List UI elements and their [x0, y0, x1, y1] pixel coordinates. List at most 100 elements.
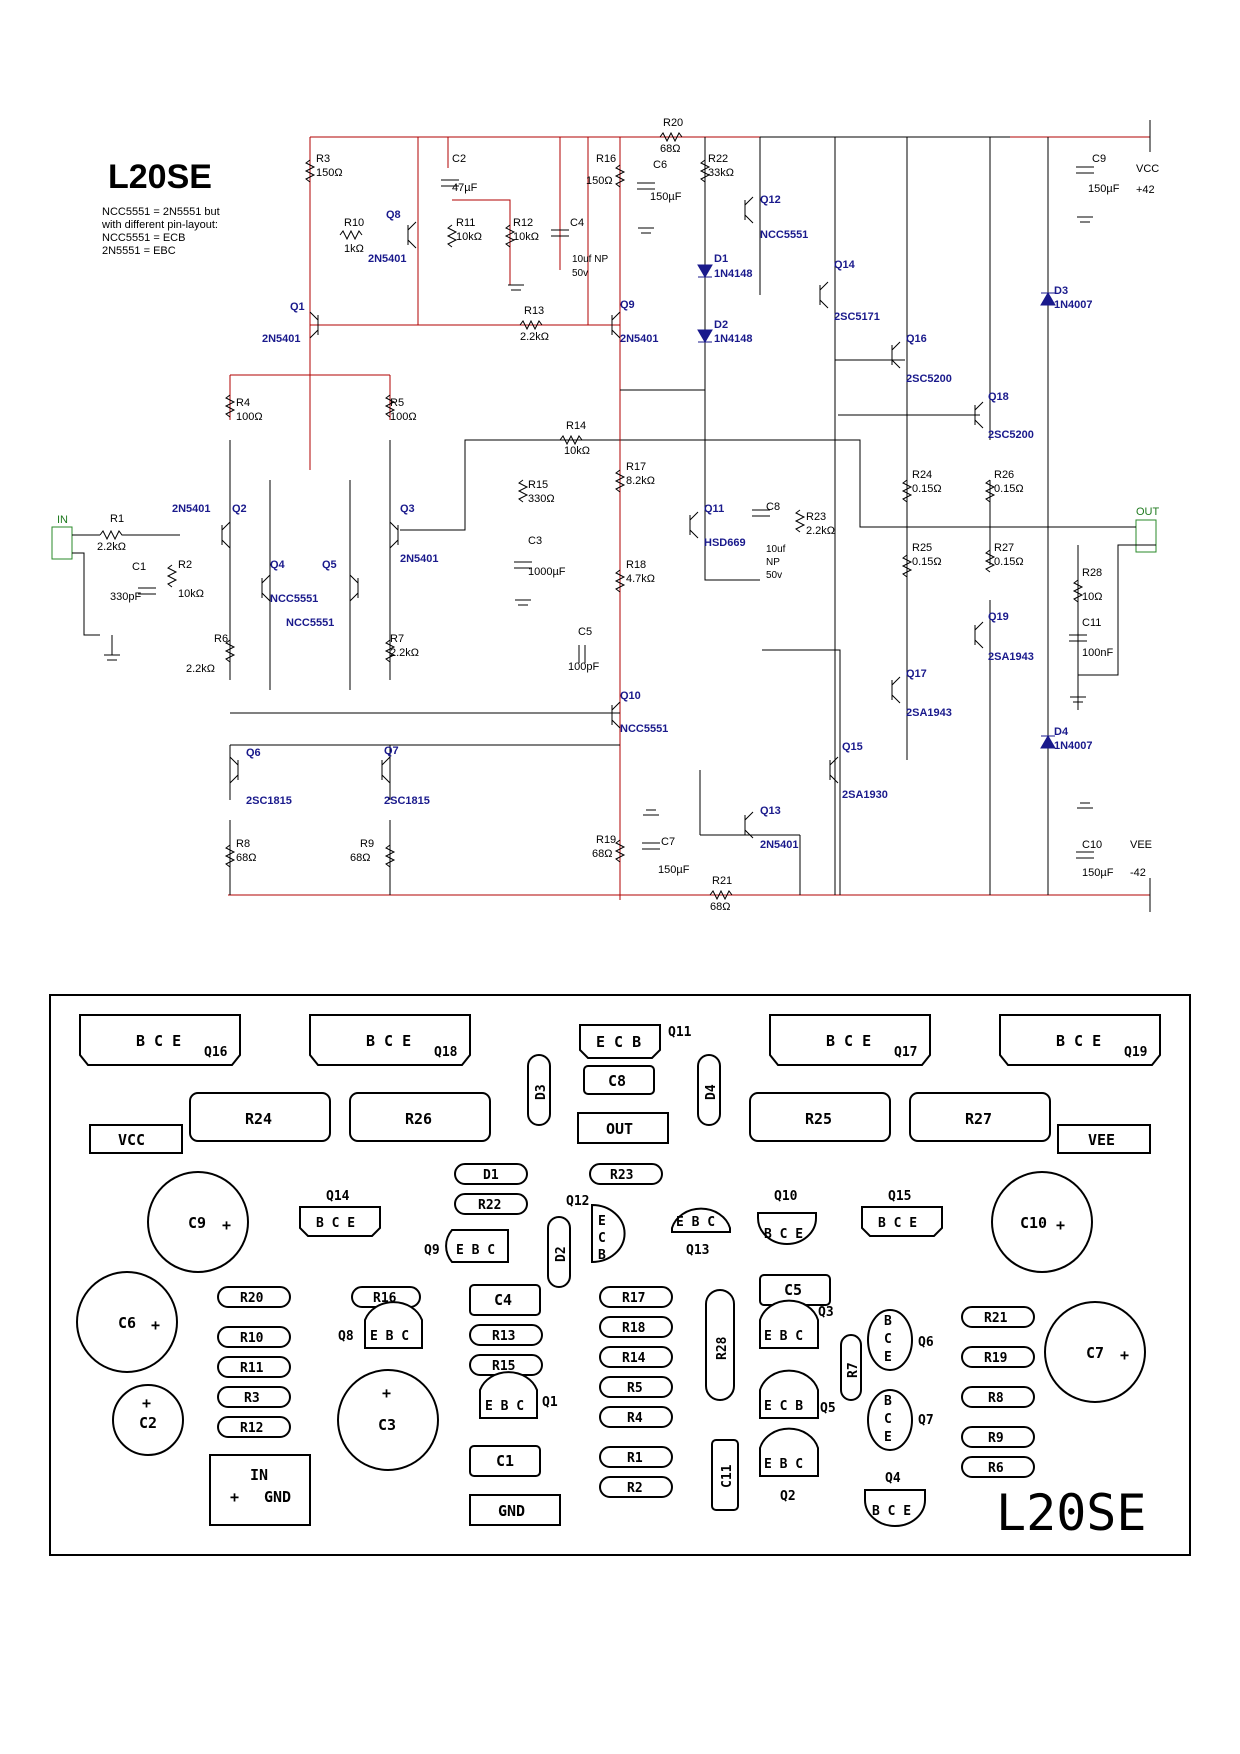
net-wires-diff [229, 324, 620, 420]
label-q3-value: 2N5401 [400, 553, 439, 565]
pcb-c3-label: C3 [378, 1416, 396, 1434]
pcb-r20 [217, 1286, 291, 1308]
ground-c11 [1070, 696, 1086, 703]
label-q12-value: NCC5551 [760, 229, 808, 241]
pcb-r25-label: R25 [805, 1110, 832, 1128]
note-line-3: NCC5551 = ECB [102, 232, 185, 244]
label-c11-ref: C11 [1082, 617, 1101, 629]
pcb-c11-label: C11 [720, 1464, 735, 1488]
pcb-c4-label: C4 [494, 1291, 512, 1309]
label-q18-value: 2SC5200 [988, 429, 1034, 441]
schematic-title: L20SE [108, 158, 212, 196]
pcb-q19-ref: Q19 [1124, 1045, 1147, 1060]
label-r10-ref: R10 [344, 217, 364, 229]
resistor-r6 [224, 639, 236, 663]
pcb-r27-block [909, 1092, 1051, 1142]
label-r11-ref: R11 [456, 217, 475, 229]
transistor-q1 [309, 311, 319, 339]
pcb-r10 [217, 1326, 291, 1348]
pcb-q8: E B C Q8 [338, 1301, 423, 1349]
label-d4-ref: D4 [1054, 726, 1069, 738]
cap-c5 [578, 645, 586, 663]
pcb-q9-pins: E B C [456, 1243, 495, 1258]
note-line-4: 2N5551 = EBC [102, 245, 176, 257]
transistor-symbols [221, 196, 984, 839]
label-c4-value: 10uf NP [572, 254, 608, 265]
label-r2-ref: R2 [178, 559, 192, 571]
pcb-r12 [217, 1416, 291, 1438]
pcb-r24-block [189, 1092, 331, 1142]
transistor-q9 [611, 311, 621, 339]
pcb-q10-pins: B C E [764, 1227, 803, 1242]
transistor-q3 [389, 521, 399, 549]
label-r25-ref: R25 [912, 542, 932, 554]
label-r24-ref: R24 [912, 469, 932, 481]
label-r13-ref: R13 [524, 305, 544, 317]
pcb-vee-label: VEE [1088, 1131, 1115, 1149]
pcb-c2-plus: + [142, 1394, 151, 1412]
pcb-q2-pins: E B C [764, 1457, 803, 1472]
input-wiring [72, 534, 120, 661]
pcb-q6: B C E Q6 [867, 1309, 934, 1371]
label-q1-ref: Q1 [290, 301, 305, 313]
pcb-r9-label: R9 [988, 1431, 1004, 1446]
resistor-r2 [166, 564, 178, 588]
pcb-q11-pins: E C B [596, 1033, 641, 1051]
pcb-c1-label: C1 [496, 1452, 514, 1470]
transistor-q8 [407, 221, 417, 249]
label-c1-value: 330pF [110, 591, 141, 603]
transistor-q11 [689, 511, 699, 539]
label-q10-ref: Q10 [620, 690, 641, 702]
pcb-q1: E B C Q1 [479, 1371, 558, 1419]
label-c3-value: 1000µF [528, 566, 566, 578]
pcb-r4 [599, 1406, 673, 1428]
pcb-r14-label: R14 [622, 1351, 646, 1366]
pcb-c4 [469, 1284, 541, 1316]
label-r16-ref: R16 [596, 153, 616, 165]
pcb-d3 [527, 1054, 551, 1126]
label-r22-ref: R22 [708, 153, 728, 165]
label-r4-value: 100Ω [236, 411, 263, 423]
pcb-vcc-label: VCC [118, 1131, 145, 1149]
pcb-q12-pins-c: C [598, 1231, 606, 1246]
label-r14-value: 10kΩ [564, 445, 590, 457]
diode-symbols [697, 264, 1056, 749]
pcb-q15: B C E Q15 [861, 1189, 943, 1237]
pcb-c10: C10 + [991, 1171, 1093, 1273]
label-r26-ref: R26 [994, 469, 1014, 481]
label-r3-value: 150Ω [316, 167, 343, 179]
pcb-r24-label: R24 [245, 1110, 272, 1128]
pcb-d4 [697, 1054, 721, 1126]
resistor-r27 [984, 549, 996, 573]
pcb-q14-pins: B C E [316, 1216, 355, 1231]
label-c11-value: 100nF [1082, 647, 1113, 659]
pcb-q12: E C B Q12 [566, 1194, 626, 1264]
pcb-r23 [589, 1163, 663, 1185]
pcb-q14-ref: Q14 [326, 1189, 350, 1204]
label-r1-value: 2.2kΩ [97, 541, 126, 553]
pcb-r11 [217, 1356, 291, 1378]
pcb-r17-label: R17 [622, 1291, 645, 1306]
cap-c9 [1076, 166, 1094, 174]
resistor-r15 [517, 479, 529, 503]
pcb-small-parts: D1 R22 R23 D2 C4 R13 R15 C1 R16 R20 R10 … [217, 1163, 1035, 1511]
pcb-q18-pins: B C E [366, 1032, 411, 1050]
resistor-r5 [384, 394, 396, 418]
pcb-d4-label: D4 [704, 1084, 719, 1100]
label-q1-value: 2N5401 [262, 333, 301, 345]
pcb-r20-label: R20 [240, 1291, 264, 1306]
label-c4-value-2: 50v [572, 268, 588, 279]
pcb-r27-label: R27 [965, 1110, 992, 1128]
resistor-symbols [99, 131, 1084, 901]
transistor-q7 [381, 756, 391, 784]
label-q14-ref: Q14 [834, 259, 856, 271]
net-wires-vas [620, 136, 1010, 581]
pcb-q15-pins: B C E [878, 1216, 917, 1231]
label-r5-ref: R5 [390, 397, 404, 409]
label-q4-value: NCC5551 [270, 593, 318, 605]
resistor-r10 [339, 229, 363, 241]
pcb-r9 [961, 1426, 1035, 1448]
pcb-r1-label: R1 [627, 1451, 643, 1466]
label-c7-ref: C7 [661, 836, 675, 848]
pcb-r13-label: R13 [492, 1329, 515, 1344]
